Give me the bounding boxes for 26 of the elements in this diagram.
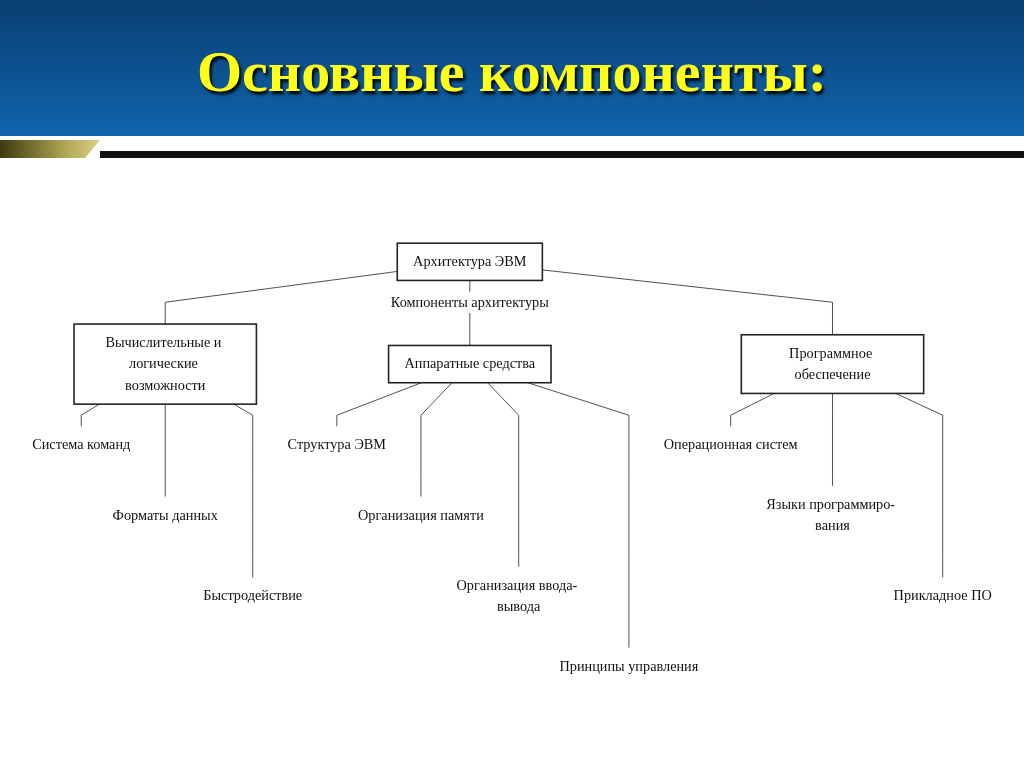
node-text: Организация ввода- вывода (456, 576, 578, 615)
connector (164, 271, 398, 325)
connector (895, 393, 944, 578)
node-text: Форматы данных (112, 506, 218, 523)
node-text: Система команд (32, 436, 131, 453)
node-box: Вычислительные и логические возможности (73, 323, 258, 405)
connector (832, 393, 833, 487)
connector (164, 403, 166, 497)
node-box: Архитектура ЭВМ (396, 242, 544, 282)
node-text: Языки программиро- вания (766, 496, 896, 534)
connector (730, 393, 775, 427)
node-box: Аппаратные средства (387, 344, 552, 384)
connector (420, 382, 453, 497)
node-text: Операционная систем (663, 436, 798, 453)
node-text: Принципы управления (559, 657, 699, 674)
node-box: Программное обеспечение (740, 333, 925, 395)
title: Основные компоненты: (195, 38, 829, 105)
node-text: Структура ЭВМ (287, 436, 387, 453)
node-text: Быстродействие (203, 587, 303, 604)
connector (80, 403, 100, 427)
node-text: Прикладное ПО (893, 587, 992, 604)
edge-label: Компоненты архитектуры (390, 293, 549, 310)
connector (233, 403, 254, 578)
connector (487, 382, 520, 568)
connector (336, 382, 422, 427)
node-text: Организация памяти (358, 506, 484, 523)
